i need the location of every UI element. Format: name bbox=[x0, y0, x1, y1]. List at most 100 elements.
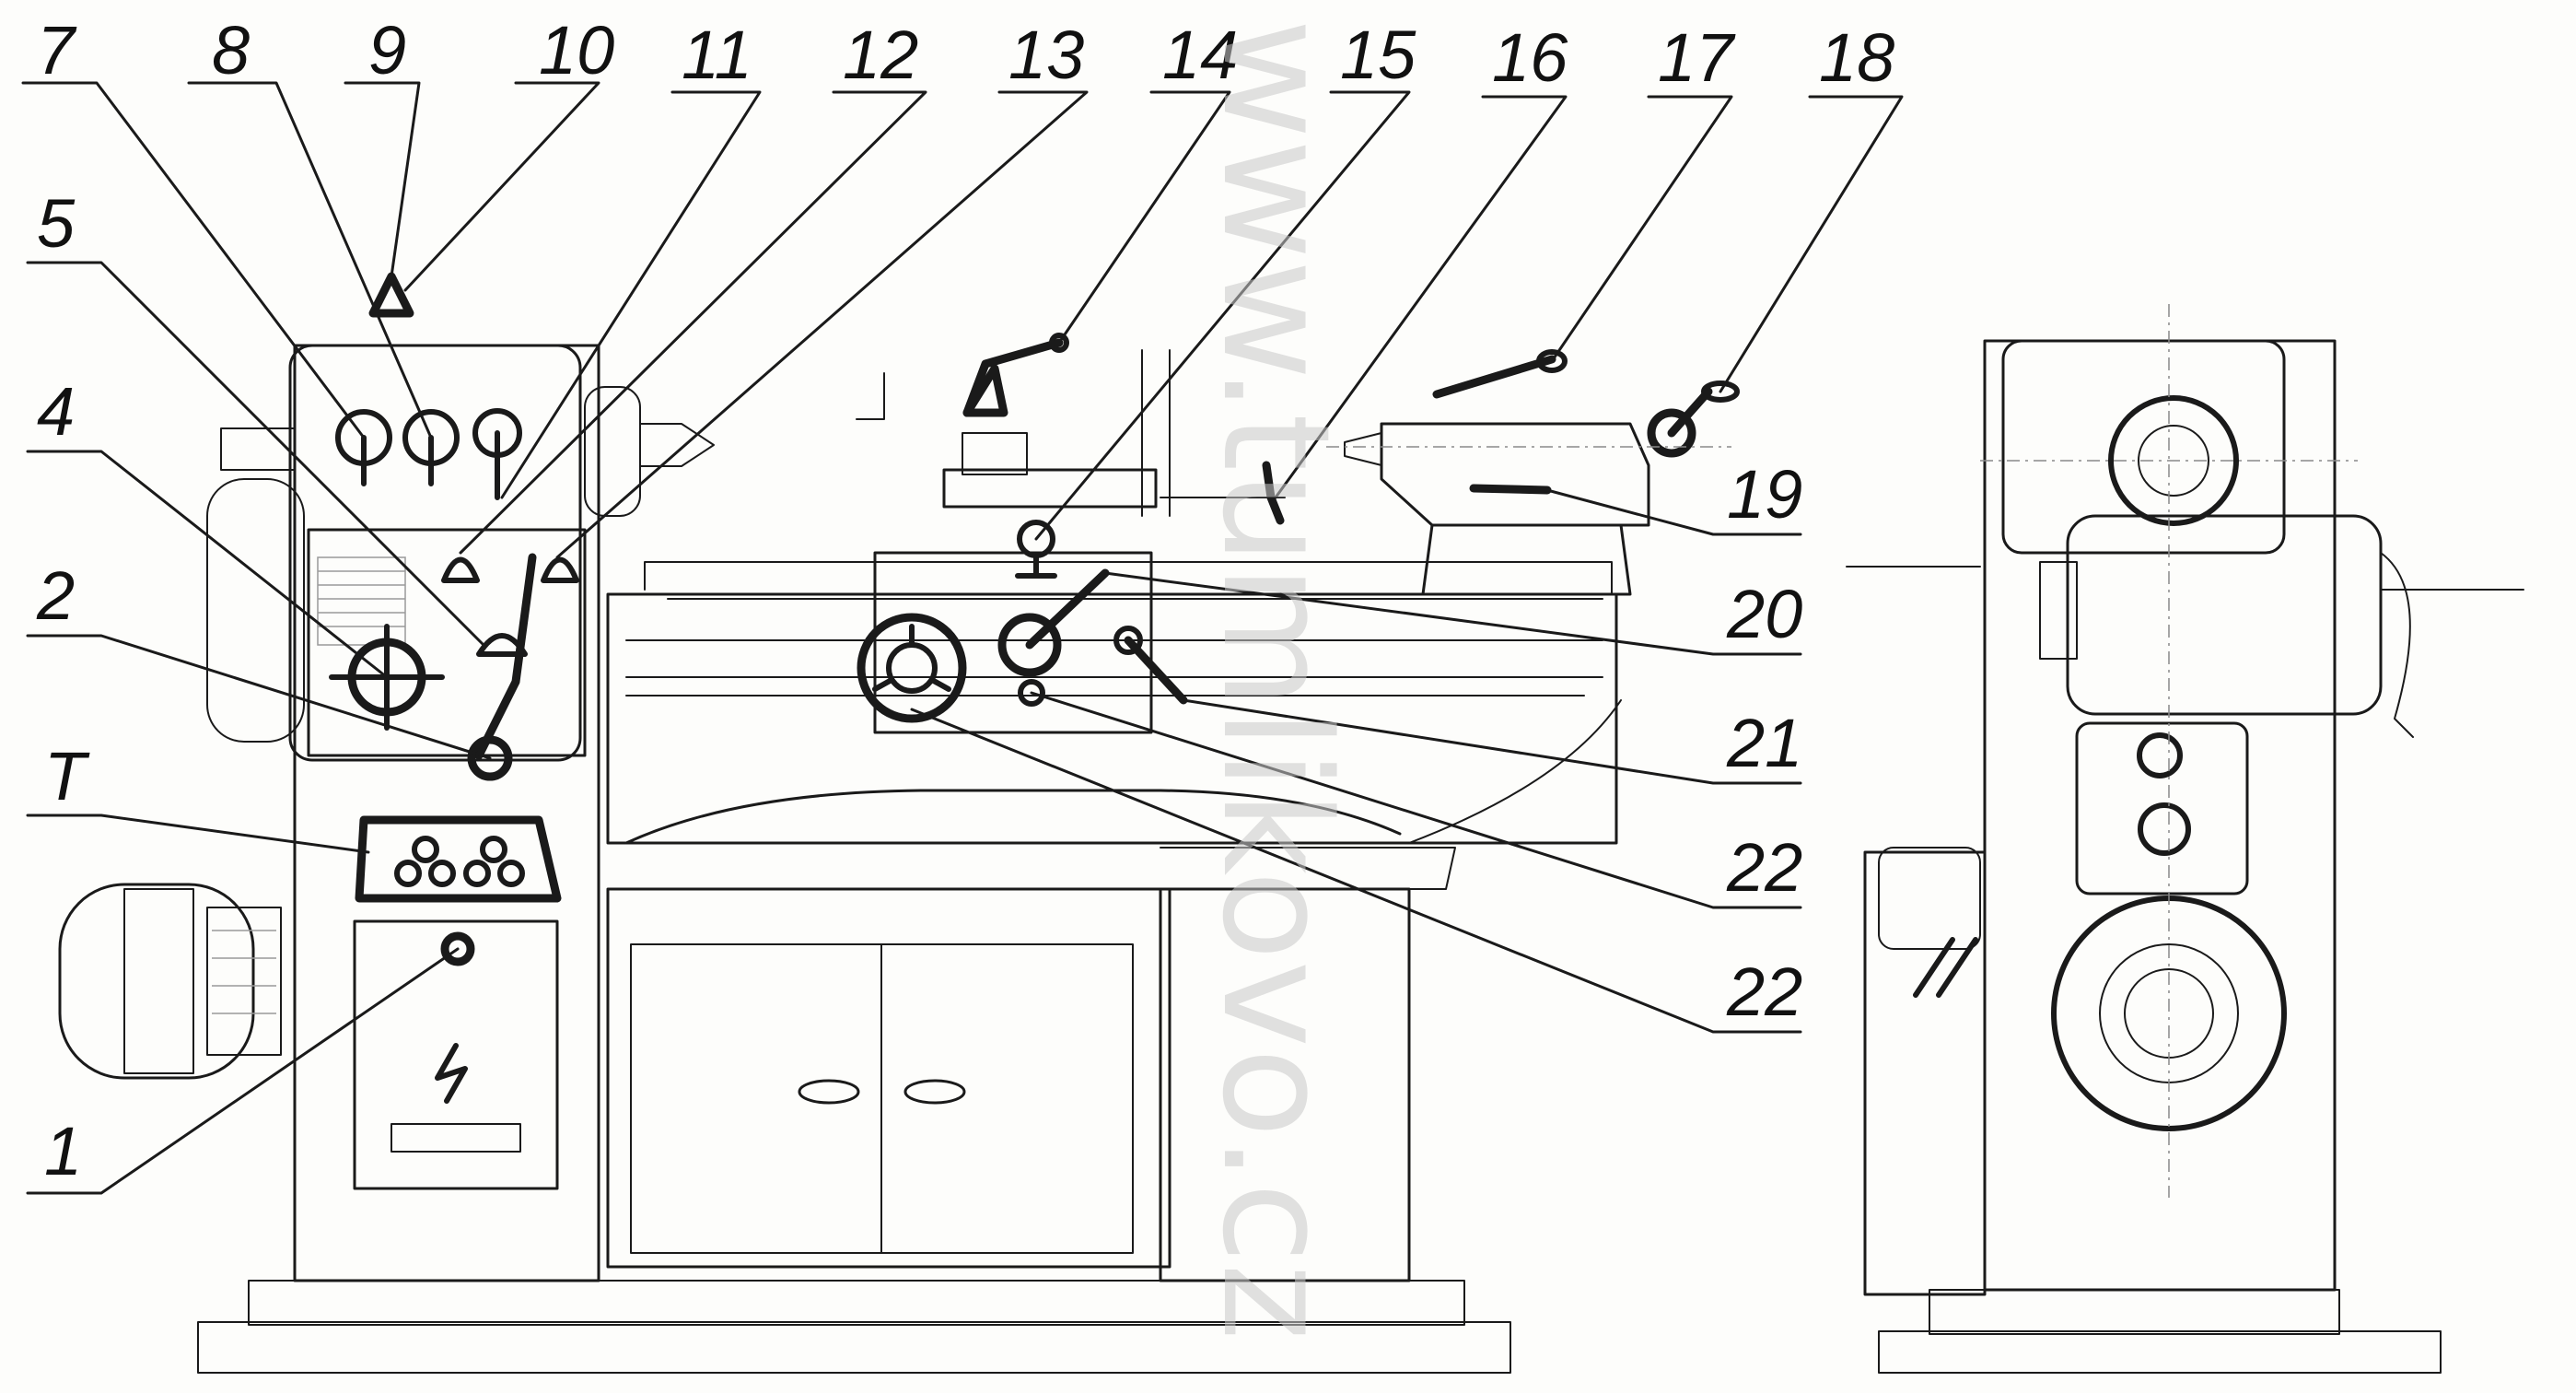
tailstock-handwheel-17 bbox=[1647, 408, 1696, 458]
callout-10: 11 bbox=[682, 17, 752, 93]
panel-button bbox=[428, 860, 456, 887]
leader-8 bbox=[344, 81, 421, 278]
high-voltage-icon bbox=[435, 1043, 468, 1104]
panel-button bbox=[394, 860, 422, 887]
callout-2: 2 bbox=[36, 557, 75, 634]
callout-7: 8 bbox=[212, 12, 250, 88]
leader-12 bbox=[555, 90, 1089, 559]
leader-14 bbox=[1034, 90, 1411, 541]
callout-11: 12 bbox=[843, 17, 918, 93]
leader-2 bbox=[26, 634, 492, 760]
side-view bbox=[1846, 304, 2524, 1374]
callout-8: 9 bbox=[368, 12, 406, 88]
panel-button bbox=[463, 860, 491, 887]
callout-21: 22 bbox=[1726, 829, 1802, 906]
spindle-center bbox=[639, 423, 715, 467]
base-plinth bbox=[197, 1321, 1511, 1374]
callout-19: 20 bbox=[1726, 576, 1802, 652]
callout-16: 17 bbox=[1658, 19, 1736, 96]
callout-5: 5 bbox=[37, 185, 76, 262]
leader-20 bbox=[1182, 698, 1802, 785]
side-gearbox bbox=[2066, 514, 2383, 716]
tailstock-quill bbox=[1344, 432, 1382, 466]
leader-6 bbox=[21, 81, 366, 439]
leader-17 bbox=[1719, 95, 1904, 393]
apron-dial-19 bbox=[997, 613, 1062, 677]
door-handle-left bbox=[798, 1079, 860, 1105]
leader-15 bbox=[1274, 95, 1568, 499]
callout-17: 18 bbox=[1819, 19, 1894, 96]
leader-16 bbox=[1550, 95, 1733, 363]
callout-18: 19 bbox=[1727, 456, 1802, 533]
bed-arch bbox=[624, 789, 1402, 845]
side-headstock bbox=[2001, 339, 2286, 555]
door-handle-right bbox=[903, 1079, 966, 1105]
leader-1 bbox=[26, 947, 460, 1195]
leader-lines bbox=[21, 81, 1904, 1195]
side-pedestal bbox=[1983, 339, 2337, 1292]
lever-8-9 bbox=[368, 272, 414, 318]
cross-slide bbox=[942, 468, 1158, 509]
callout-14: 15 bbox=[1340, 17, 1416, 93]
panel-button bbox=[412, 836, 439, 863]
apron-handwheel-22 bbox=[857, 613, 967, 723]
selector-12 bbox=[541, 556, 579, 583]
lathe-bed bbox=[606, 592, 1618, 845]
electrical-cabinet bbox=[353, 919, 559, 1190]
callout-4: 4 bbox=[37, 373, 75, 450]
gearbox-panel bbox=[307, 528, 587, 757]
toolpost-lever-13 bbox=[962, 338, 1064, 417]
callout-T: T bbox=[44, 738, 90, 814]
panel-button bbox=[497, 860, 525, 887]
knob-21 bbox=[1018, 679, 1045, 707]
tailstock-clamp-16 bbox=[1432, 355, 1556, 399]
callout-12: 13 bbox=[1008, 17, 1084, 93]
side-base bbox=[1878, 1330, 2442, 1374]
callout-9: 10 bbox=[539, 12, 614, 88]
leader-18 bbox=[1545, 488, 1802, 536]
headstock-body bbox=[288, 344, 582, 762]
leader-7 bbox=[187, 81, 433, 439]
panel-button bbox=[480, 836, 507, 863]
carriage-apron bbox=[873, 551, 1153, 734]
lever-2 bbox=[474, 553, 537, 760]
callout-labels: 7 8 9 10 11 12 13 14 15 16 17 18 5 4 2 T… bbox=[36, 12, 1894, 1189]
leader-22 bbox=[910, 708, 1802, 1034]
base-foot bbox=[248, 1280, 1465, 1326]
side-spindle-gear bbox=[2108, 395, 2239, 526]
leader-9 bbox=[403, 81, 600, 292]
watermark-text: www.tumlikovo.cz bbox=[1190, 18, 1362, 1340]
tailstock-body bbox=[1380, 422, 1650, 527]
side-motor-pulley bbox=[2051, 896, 2287, 1131]
lever-19 bbox=[1025, 568, 1110, 650]
leader-4 bbox=[26, 450, 389, 679]
leader-T bbox=[26, 814, 370, 854]
headstock-right-bulge bbox=[584, 386, 641, 517]
lever-5 bbox=[476, 633, 528, 657]
main-switch bbox=[440, 931, 475, 966]
bed-ways bbox=[644, 561, 1613, 595]
headstock-pedestal bbox=[293, 344, 600, 1282]
callout-22: 22 bbox=[1726, 954, 1802, 1030]
leader-11 bbox=[459, 90, 927, 555]
lever-2-knob bbox=[467, 735, 513, 781]
side-electrical bbox=[1863, 850, 1987, 1296]
callout-15: 16 bbox=[1492, 19, 1568, 96]
leader-19 bbox=[1103, 571, 1802, 656]
leader-21 bbox=[1030, 691, 1802, 909]
front-view bbox=[58, 272, 1740, 1374]
callout-6: 7 bbox=[37, 12, 77, 88]
leader-5 bbox=[26, 261, 485, 647]
lock-lever-18 bbox=[1469, 484, 1552, 495]
electric-motor bbox=[58, 883, 255, 1080]
selector-11 bbox=[441, 556, 480, 583]
control-panel-T bbox=[355, 815, 562, 903]
tool-cabinet bbox=[606, 887, 1171, 1269]
spindle-rear bbox=[220, 427, 296, 471]
callout-13: 14 bbox=[1162, 17, 1238, 93]
leader-13 bbox=[1057, 90, 1231, 345]
leader-10 bbox=[500, 90, 762, 499]
side-change-gears bbox=[2075, 721, 2249, 896]
